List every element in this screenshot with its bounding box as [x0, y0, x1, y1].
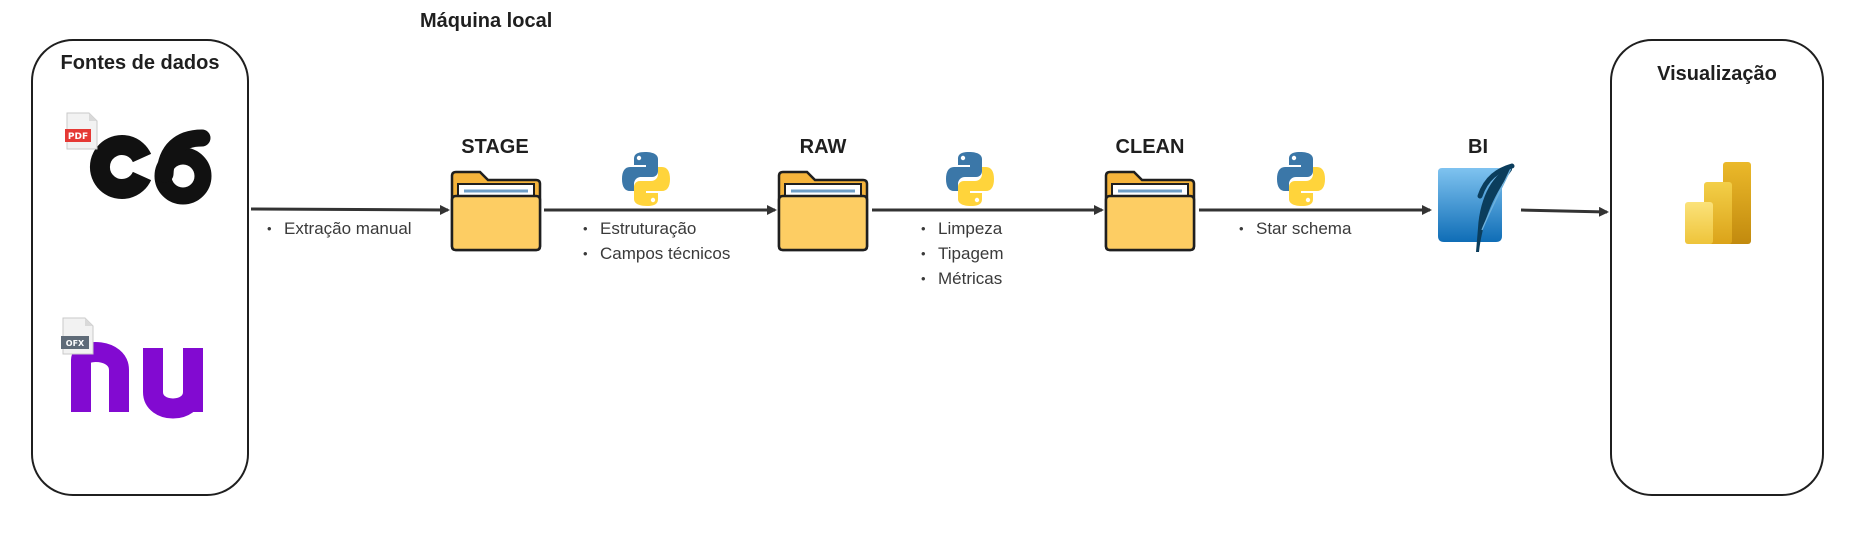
nubank-logo-icon: [71, 342, 203, 419]
step-notes-cleaning: Limpeza Tipagem Métricas: [918, 216, 1004, 291]
step-note: Tipagem: [918, 241, 1004, 266]
visualization-box: [1610, 39, 1824, 496]
python-icon: [1277, 152, 1325, 206]
folder-icon: [1104, 170, 1196, 252]
ofx-file-icon: OFX: [61, 317, 94, 355]
visualization-heading: Visualização: [1657, 63, 1777, 85]
stage-label-bi: BI: [1468, 136, 1488, 158]
step-note: Extração manual: [264, 216, 412, 241]
python-icon: [622, 152, 670, 206]
folder-icon: [777, 170, 869, 252]
python-icon: [946, 152, 994, 206]
pdf-file-icon: PDF: [65, 112, 98, 150]
step-notes-structuring: Estruturação Campos técnicos: [580, 216, 730, 266]
step-note: Star schema: [1236, 216, 1351, 241]
stage-label-raw: RAW: [799, 136, 847, 158]
arrow-bi-to-visualization: [1520, 206, 1609, 217]
step-notes-extraction: Extração manual: [264, 216, 412, 241]
stage-label-stage: STAGE: [461, 136, 529, 158]
step-note: Limpeza: [918, 216, 1004, 241]
stage-label-clean: CLEAN: [1115, 136, 1185, 158]
arrow-sources-to-stage: [250, 204, 450, 215]
step-note: Estruturação: [580, 216, 730, 241]
c6-bank-logo-icon: [90, 129, 212, 205]
pdf-badge-text: PDF: [68, 132, 88, 142]
data-sources-heading: Fontes de dados: [60, 52, 220, 74]
ofx-badge-text: OFX: [66, 339, 85, 348]
power-bi-icon: [1685, 162, 1751, 244]
step-note: Métricas: [918, 266, 1004, 291]
sqlite-icon: [1438, 163, 1515, 252]
diagram-title: Máquina local: [420, 10, 553, 32]
step-note: Campos técnicos: [580, 241, 730, 266]
step-notes-star-schema: Star schema: [1236, 216, 1351, 241]
folder-icon: [450, 170, 542, 252]
